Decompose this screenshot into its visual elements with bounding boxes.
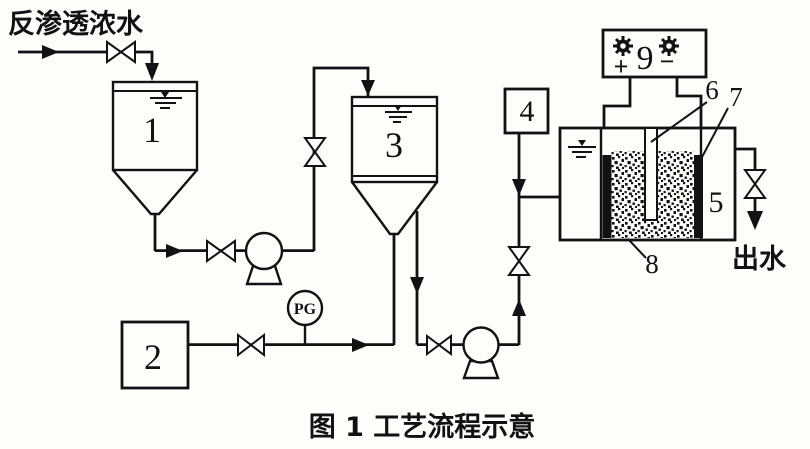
label-7: 7 (729, 82, 743, 112)
figure-caption: 图 1 工艺流程示意 (309, 411, 536, 443)
inlet-stream-label: 反渗透浓水 (8, 8, 144, 40)
tank3-number: 3 (385, 125, 403, 165)
tank1-number: 1 (143, 110, 161, 150)
inlet-valve-icon (106, 40, 136, 64)
chemical-tank-2: 2 (120, 320, 190, 390)
riser-valve-icon (303, 137, 327, 167)
gauge-label: PG (294, 301, 317, 318)
leader-line-7 (700, 107, 729, 160)
label-6: 6 (705, 75, 719, 105)
gear-icon (659, 36, 679, 56)
polarity-minus: − (660, 47, 675, 76)
right-electrode (694, 155, 703, 238)
tank2-number: 2 (144, 337, 162, 377)
flow-arrow-icon (145, 63, 159, 81)
water-level-icon (385, 105, 412, 123)
pressure-gauge: PG (286, 289, 324, 345)
pump-2 (462, 326, 500, 380)
tank-3: 3 (350, 95, 439, 236)
tank3-to-cell-pipe (415, 195, 560, 346)
power-number: 9 (637, 40, 654, 77)
tank-cone (351, 181, 438, 236)
left-electrode (602, 155, 612, 238)
pump-1 (244, 231, 284, 286)
outlet-pipe (735, 147, 757, 213)
pump2-suction-valve-icon (426, 334, 452, 356)
gauge-dial-icon (286, 289, 324, 327)
flow-arrow-icon (166, 244, 183, 258)
outlet-valve-icon (743, 169, 767, 199)
tank-cone (112, 169, 198, 216)
water-level-icon (150, 92, 182, 109)
valves (106, 40, 767, 358)
pump-icon (462, 326, 500, 364)
power-supply-9: + − 9 (601, 28, 708, 128)
polarity-plus: + (614, 52, 629, 81)
flow-arrow-icon (361, 80, 375, 96)
pump1-suction-valve-icon (206, 239, 236, 263)
tank4-number: 4 (520, 95, 535, 128)
gear-icon (613, 36, 633, 56)
flow-arrow-icon (352, 338, 369, 352)
dosing-box-4: 4 (503, 87, 550, 135)
tank-1: 1 (111, 80, 199, 216)
flow-arrow-icon (512, 299, 526, 316)
electrolysis-cell: 5 (558, 126, 737, 242)
center-electrode (644, 127, 658, 221)
inlet-pipe (18, 50, 154, 66)
pump-icon (244, 231, 284, 271)
flow-arrow-icon (42, 45, 59, 59)
electrode-leads (602, 77, 703, 128)
water-level-icon (568, 140, 596, 158)
tank-lid-line (352, 105, 437, 177)
leader-line-8 (627, 238, 647, 259)
cell-number: 5 (709, 186, 724, 219)
flow-arrow-icon (512, 179, 526, 196)
cell-feed-valve-icon (507, 246, 531, 276)
flow-arrow-icon (747, 211, 763, 230)
outlet-stream-label: 出水 (732, 244, 787, 275)
flow-arrow-icon (410, 277, 424, 294)
power-box (601, 28, 708, 79)
label-8: 8 (645, 249, 659, 279)
leader-line-6 (650, 101, 708, 143)
dosing-line-valve-icon (237, 332, 265, 358)
callouts: 6 7 8 (627, 75, 743, 279)
